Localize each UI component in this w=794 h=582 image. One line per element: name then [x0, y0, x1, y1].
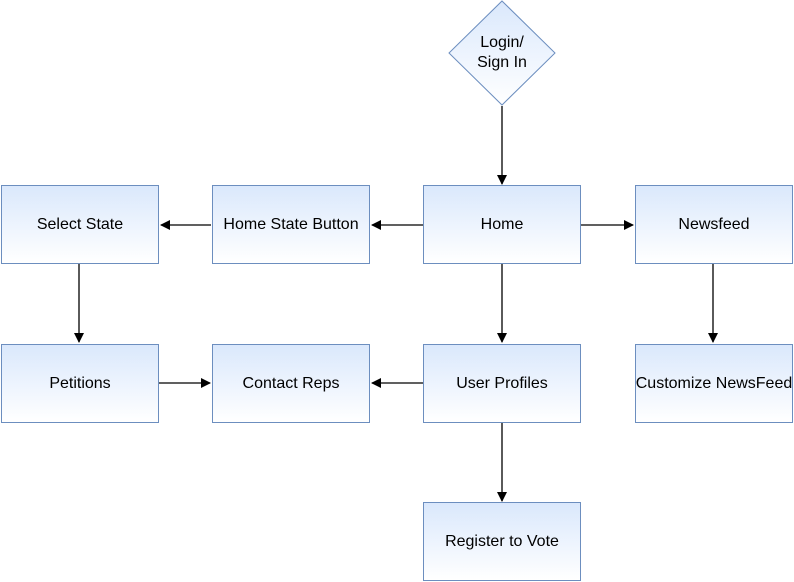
home-label: Home	[480, 215, 524, 233]
login-sign-in-decision[interactable]: Login/ Sign In	[448, 0, 556, 106]
select-state-node[interactable]: Select State	[1, 185, 159, 264]
home-node[interactable]: Home	[423, 185, 581, 264]
login-label-line-1: Login/	[480, 34, 524, 51]
login-label-line-2: Sign In	[477, 54, 527, 71]
newsfeed-node[interactable]: Newsfeed	[635, 185, 793, 264]
home-state-button-node[interactable]: Home State Button	[212, 185, 370, 264]
home-state-button-label: Home State Button	[223, 215, 359, 233]
newsfeed-label: Newsfeed	[678, 215, 750, 233]
user-profiles-label: User Profiles	[456, 374, 548, 392]
diamond-shape	[448, 0, 556, 106]
login-sign-in-label: Login/ Sign In	[448, 0, 556, 106]
customize-newsfeed-node[interactable]: Customize NewsFeed	[635, 344, 793, 423]
petitions-node[interactable]: Petitions	[1, 344, 159, 423]
customize-newsfeed-label: Customize NewsFeed	[635, 374, 793, 392]
select-state-label: Select State	[36, 215, 124, 233]
contact-reps-label: Contact Reps	[242, 374, 340, 392]
contact-reps-node[interactable]: Contact Reps	[212, 344, 370, 423]
register-to-vote-label: Register to Vote	[445, 532, 559, 550]
petitions-label: Petitions	[49, 374, 111, 392]
register-to-vote-node[interactable]: Register to Vote	[423, 502, 581, 581]
user-profiles-node[interactable]: User Profiles	[423, 344, 581, 423]
